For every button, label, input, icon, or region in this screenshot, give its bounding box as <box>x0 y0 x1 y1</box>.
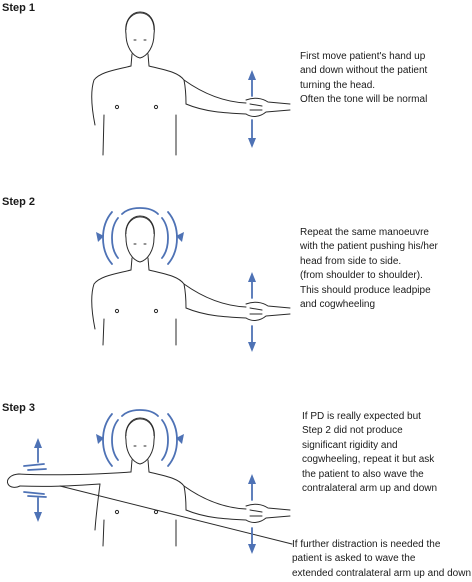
head-rotation-arrows-icon <box>96 409 184 467</box>
examiner-hand-icon <box>245 301 291 321</box>
examiner-hand-icon <box>245 97 291 117</box>
step-1-label: Step 1 <box>2 2 36 14</box>
up-down-arrow-icon <box>248 272 256 352</box>
step-3-extra-caption: If further distraction is needed the pat… <box>292 539 472 579</box>
up-down-arrow-icon <box>248 474 256 554</box>
patient-torso-icon <box>91 215 247 346</box>
step-3-label: Step 3 <box>2 402 36 414</box>
examiner-hand-icon <box>245 503 291 523</box>
up-down-arrow-icon <box>248 70 256 148</box>
contralateral-arm-wave-icon <box>23 438 47 522</box>
step-2-caption: Repeat the same manoeuvre with the patie… <box>300 227 438 311</box>
step-3-caption: If PD is really expected but Step 2 did … <box>302 411 438 495</box>
step-1-caption: First move patient's hand up and down wi… <box>300 51 428 106</box>
head-rotation-arrows-icon <box>96 207 184 265</box>
pointer-line <box>59 485 293 545</box>
patient-torso-icon <box>91 11 247 156</box>
step-2-label: Step 2 <box>2 196 36 208</box>
patient-torso-icon <box>7 417 247 547</box>
